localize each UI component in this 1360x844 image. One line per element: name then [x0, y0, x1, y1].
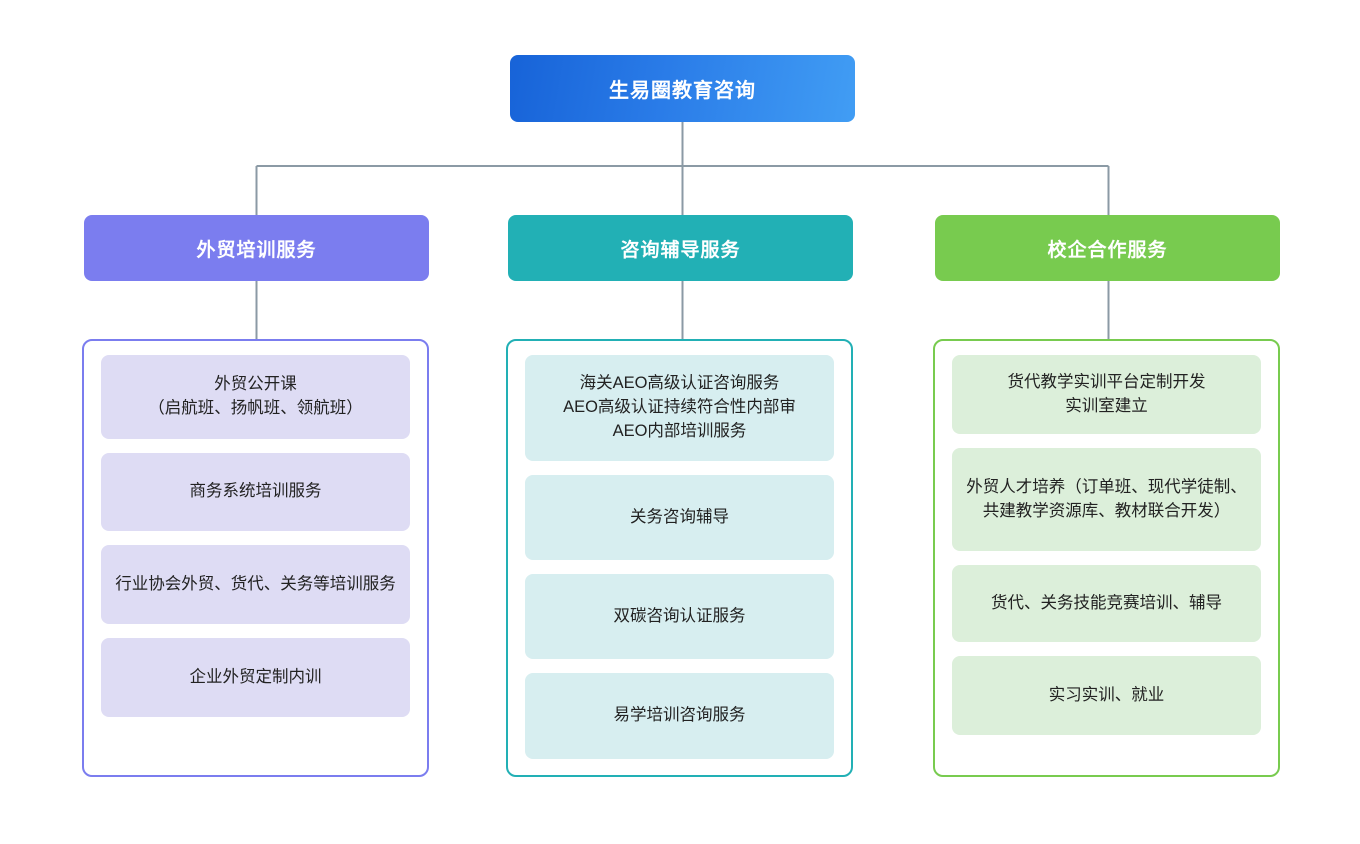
service-item[interactable]: 易学培训咨询服务 — [525, 673, 834, 759]
service-item[interactable]: 关务咨询辅导 — [525, 475, 834, 560]
service-item[interactable]: 外贸人才培养（订单班、现代学徒制、共建教学资源库、教材联合开发） — [952, 448, 1261, 551]
service-item[interactable]: 货代、关务技能竞赛培训、辅导 — [952, 565, 1261, 642]
root-node[interactable]: 生易圈教育咨询 — [510, 55, 855, 122]
service-item[interactable]: 双碳咨询认证服务 — [525, 574, 834, 659]
category-header-waimao-peixun[interactable]: 外贸培训服务 — [84, 215, 429, 281]
group-box-zixun-fudao: 海关AEO高级认证咨询服务 AEO高级认证持续符合性内部审 AEO内部培训服务 … — [506, 339, 853, 777]
service-item[interactable]: 企业外贸定制内训 — [101, 638, 410, 717]
service-item[interactable]: 海关AEO高级认证咨询服务 AEO高级认证持续符合性内部审 AEO内部培训服务 — [525, 355, 834, 461]
service-item[interactable]: 商务系统培训服务 — [101, 453, 410, 531]
service-item[interactable]: 货代教学实训平台定制开发 实训室建立 — [952, 355, 1261, 434]
category-header-xiaoqi-hezuo[interactable]: 校企合作服务 — [935, 215, 1280, 281]
category-header-zixun-fudao[interactable]: 咨询辅导服务 — [508, 215, 853, 281]
group-box-xiaoqi-hezuo: 货代教学实训平台定制开发 实训室建立 外贸人才培养（订单班、现代学徒制、共建教学… — [933, 339, 1280, 777]
category-header-label: 校企合作服务 — [1047, 239, 1168, 261]
category-header-label: 咨询辅导服务 — [620, 239, 741, 261]
root-node-label: 生易圈教育咨询 — [609, 80, 756, 102]
service-item[interactable]: 外贸公开课 （启航班、扬帆班、领航班） — [101, 355, 410, 439]
service-item[interactable]: 实习实训、就业 — [952, 656, 1261, 735]
category-header-label: 外贸培训服务 — [196, 239, 317, 261]
group-box-waimao-peixun: 外贸公开课 （启航班、扬帆班、领航班） 商务系统培训服务 行业协会外贸、货代、关… — [82, 339, 429, 777]
service-item[interactable]: 行业协会外贸、货代、关务等培训服务 — [101, 545, 410, 624]
